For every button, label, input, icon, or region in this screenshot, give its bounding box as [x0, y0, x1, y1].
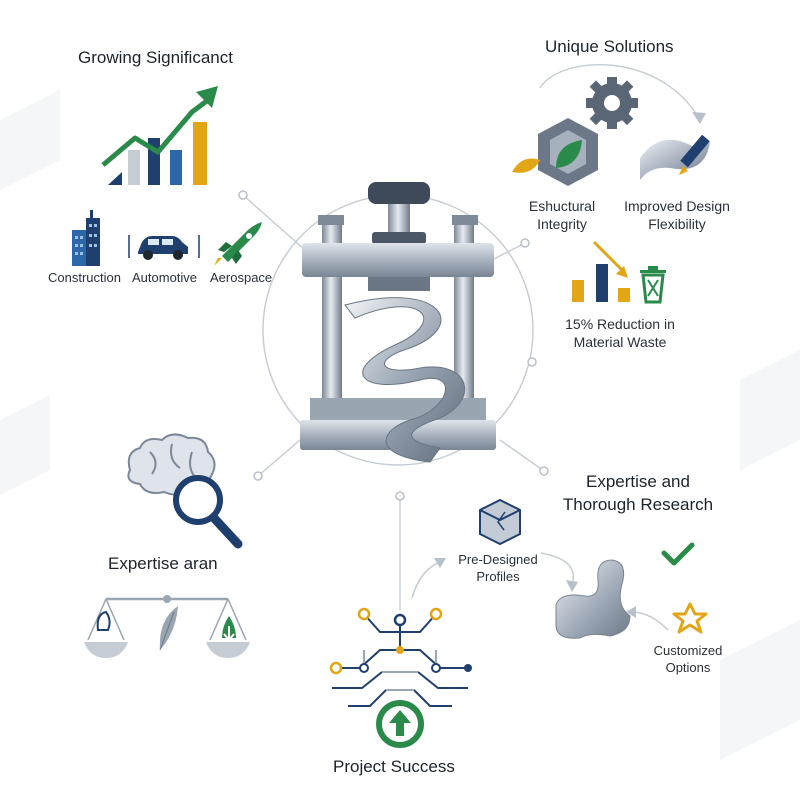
metal-profile-shape	[555, 559, 631, 639]
up-arrow-icon	[376, 700, 424, 748]
connector-lines	[242, 64, 701, 610]
predesigned-profiles-label: Pre-Designed Profiles	[458, 552, 538, 584]
recycle-bin-icon	[640, 266, 666, 304]
growing-title: Growing Significanct	[78, 48, 233, 67]
structural-integrity-label: Eshuctural Integrity	[528, 198, 596, 232]
curved-arrow	[540, 552, 575, 586]
circuit-nodes	[329, 607, 472, 675]
expertise-right-title: Expertise and Thorough Research	[562, 472, 714, 514]
project-success-label: Project Success	[333, 757, 455, 776]
connector-nodes	[238, 190, 549, 501]
building-icon	[72, 210, 100, 266]
industry-aerospace: Aerospace	[210, 270, 273, 285]
star-icon	[672, 602, 708, 634]
waste-reduction-label: 15% Reduction in Material Waste	[565, 316, 675, 350]
magnifier-icon	[173, 475, 243, 549]
cube-icon	[479, 498, 521, 546]
industry-construction: Construction	[48, 270, 121, 285]
pencil-icon	[640, 134, 710, 180]
expertise-left-title: Expertise aran	[108, 554, 218, 573]
arrowhead	[566, 580, 578, 592]
circuit-network-icon	[332, 613, 468, 707]
arrowhead	[626, 606, 636, 618]
industry-automotive: Automotive	[132, 270, 198, 285]
arrowhead-unique	[692, 112, 706, 124]
design-flexibility-label: Improved Design Flexibility	[624, 198, 730, 232]
curved-arrow	[411, 561, 441, 599]
hydraulic-press-icon	[300, 182, 496, 463]
car-icon	[138, 236, 188, 260]
arrowhead	[434, 558, 446, 568]
customized-options-label: Customized Options	[653, 643, 723, 675]
unique-title: Unique Solutions	[545, 37, 674, 56]
rocket-icon	[214, 222, 262, 266]
curved-arrow	[631, 611, 669, 631]
bar-chart-down-icon	[572, 240, 630, 302]
gear-icon	[586, 77, 638, 129]
hexagon-leaf-icon	[512, 118, 598, 186]
check-icon	[661, 542, 695, 566]
background-pattern	[0, 90, 800, 760]
balance-scale-icon	[84, 595, 250, 658]
feather-icon	[159, 606, 178, 651]
growth-chart-icon	[101, 86, 218, 185]
